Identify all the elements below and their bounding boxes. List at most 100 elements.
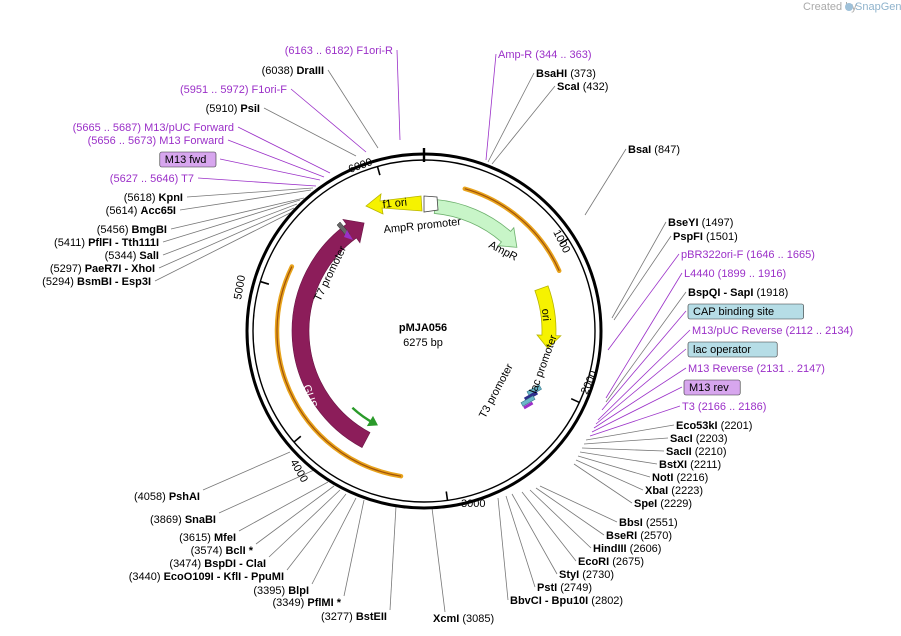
labels_right-label-1[interactable]: BsaHI (373) — [536, 68, 596, 80]
labels_left-label-11[interactable]: (5411) PflFI - Tth111I — [54, 237, 159, 249]
label-text: (3349) PflMI * — [273, 597, 342, 609]
labels_bottom-label-5[interactable]: (3440) EcoO109I - KflI - PpuMI — [129, 571, 284, 583]
label-pos: (2551) — [643, 517, 678, 529]
labels_right-label-27[interactable]: PstI (2749) — [537, 582, 592, 594]
label-text: HindIII (2606) — [593, 543, 661, 555]
labels_right-label-24[interactable]: HindIII (2606) — [593, 543, 661, 555]
label-text: (5656 .. 5673) M13 Forward — [88, 135, 224, 147]
labels_left-label-5[interactable]: (5656 .. 5673) M13 Forward — [88, 135, 224, 147]
labels_left-label-6[interactable]: M13 fwd — [159, 151, 217, 168]
label-name: EcoRI — [578, 556, 609, 568]
ampr-arrow[interactable] — [433, 199, 518, 248]
labels_left-label-2[interactable]: (5951 .. 5972) F1ori-F — [180, 84, 287, 96]
labels_bottom-label-9[interactable]: XcmI (3085) — [433, 613, 494, 625]
labels_right-label-11[interactable]: lac operator — [687, 341, 778, 358]
labels_right-label-19[interactable]: NotI (2216) — [652, 472, 708, 484]
labels_bottom-label-7[interactable]: (3349) PflMI * — [273, 597, 342, 609]
labels_left-label-0[interactable]: (6163 .. 6182) F1ori-R — [285, 45, 393, 57]
label-pos: (1501) — [703, 231, 738, 243]
labels_right-label-22[interactable]: BbsI (2551) — [619, 517, 678, 529]
labels_bottom-label-1[interactable]: (3869) SnaBI — [150, 514, 216, 526]
labels_right-label-14[interactable]: T3 (2166 .. 2186) — [682, 401, 766, 413]
label-name: Acc65I — [141, 205, 176, 217]
label-box — [687, 303, 804, 320]
label-text: PstI (2749) — [537, 582, 592, 594]
labels_right-label-7[interactable]: L4440 (1899 .. 1916) — [684, 268, 786, 280]
labels_right-label-25[interactable]: EcoRI (2675) — [578, 556, 644, 568]
labels_right-label-9[interactable]: CAP binding site — [687, 303, 804, 320]
labels_right-label-15[interactable]: Eco53kI (2201) — [676, 420, 752, 432]
labels_bottom-label-3[interactable]: (3574) BclI * — [191, 545, 254, 557]
label-name: M13 Reverse — [688, 363, 753, 375]
label-pos: (2216) — [673, 472, 708, 484]
labels_right-label-5[interactable]: PspFI (1501) — [673, 231, 738, 243]
leader-line — [521, 491, 577, 562]
labels_right-label-6[interactable]: pBR322ori-F (1646 .. 1665) — [681, 249, 815, 261]
labels_left-label-3[interactable]: (5910) PsiI — [206, 103, 260, 115]
leader-line — [577, 455, 651, 478]
label-pos: (2223) — [668, 485, 703, 497]
labels_right-label-10[interactable]: M13/pUC Reverse (2112 .. 2134) — [692, 325, 853, 337]
label-name: SpeI — [634, 498, 657, 510]
label-text: BsaHI (373) — [536, 68, 596, 80]
labels_left-label-7[interactable]: (5627 .. 5646) T7 — [110, 173, 194, 185]
f1-ori-arrow[interactable]: f1 ori — [365, 193, 439, 215]
labels_right-label-13[interactable]: M13 rev — [683, 379, 741, 396]
labels_bottom-label-0[interactable]: (4058) PshAI — [134, 491, 200, 503]
leader-line — [286, 493, 347, 571]
labels_right-label-2[interactable]: ScaI (432) — [557, 81, 608, 93]
labels_right-label-23[interactable]: BseRI (2570) — [606, 530, 672, 542]
label-text: ScaI (432) — [557, 81, 608, 93]
labels_right-label-20[interactable]: XbaI (2223) — [645, 485, 703, 497]
labels_left-label-9[interactable]: (5614) Acc65I — [106, 205, 176, 217]
leader-line — [573, 463, 633, 504]
labels_bottom-label-8[interactable]: (3277) BstEII — [321, 611, 387, 623]
labels_bottom-label-6[interactable]: (3395) BlpI — [253, 585, 309, 597]
credit-logo[interactable]: Created by SnapGene — [803, 1, 901, 13]
leader-line — [263, 107, 357, 157]
labels_right-label-17[interactable]: SacII (2210) — [666, 446, 727, 458]
label-name: M13 fwd — [165, 154, 207, 166]
labels_right-label-28[interactable]: BbvCI - Bpu10I (2802) — [510, 595, 623, 607]
label-name: BspDI - ClaI — [204, 558, 266, 570]
label-name: PflMI * — [307, 597, 341, 609]
label-name: SnaBI — [185, 514, 216, 526]
leader-line — [227, 139, 325, 178]
labels_left-label-4[interactable]: (5665 .. 5687) M13/pUC Forward — [73, 122, 234, 134]
leader-line — [581, 447, 665, 452]
labels_left-label-12[interactable]: (5344) SalI — [105, 250, 159, 262]
label-name: pBR322ori-F — [681, 249, 744, 261]
tick-mark — [376, 166, 381, 176]
labels_right-label-12[interactable]: M13 Reverse (2131 .. 2147) — [688, 363, 825, 375]
labels_right-label-8[interactable]: BspQI - SapI (1918) — [688, 287, 788, 299]
leader-line — [584, 148, 627, 216]
labels_right-label-3[interactable]: BsaI (847) — [628, 144, 680, 156]
leader-line — [595, 348, 687, 425]
labels_bottom-label-4[interactable]: (3474) BspDI - ClaI — [169, 558, 266, 570]
labels_left-label-14[interactable]: (5294) BsmBI - Esp3I — [42, 276, 151, 288]
label-pos: (3440) — [129, 571, 164, 583]
labels_right-label-26[interactable]: StyI (2730) — [559, 569, 614, 581]
gus-arrow[interactable] — [291, 218, 371, 448]
label-text: (4058) PshAI — [134, 491, 200, 503]
labels_right-label-18[interactable]: BstXI (2211) — [659, 459, 721, 471]
tick-mark — [293, 435, 302, 443]
label-name: BstEII — [356, 611, 387, 623]
t3-promoter-label: T3 promoter — [477, 362, 516, 421]
leader-line — [431, 507, 446, 613]
labels_bottom-label-2[interactable]: (3615) MfeI — [179, 532, 236, 544]
labels_left-label-13[interactable]: (5297) PaeR7I - XhoI — [50, 263, 155, 275]
labels_right-label-4[interactable]: BseYI (1497) — [668, 217, 733, 229]
labels_left-label-10[interactable]: (5456) BmgBI — [97, 224, 167, 236]
leader-line — [197, 177, 317, 187]
labels_right-label-16[interactable]: SacI (2203) — [670, 433, 728, 445]
labels_left-label-1[interactable]: (6038) DraIII — [262, 65, 324, 77]
leader-line — [389, 505, 397, 611]
label-box — [159, 151, 217, 168]
labels_left-label-8[interactable]: (5618) KpnI — [124, 192, 183, 204]
labels_right-label-0[interactable]: Amp-R (344 .. 363) — [498, 49, 592, 61]
f1-ori-label: f1 ori — [382, 196, 408, 210]
labels_right-label-21[interactable]: SpeI (2229) — [634, 498, 692, 510]
leader-line — [396, 49, 401, 141]
ori-arrow[interactable] — [534, 285, 562, 349]
